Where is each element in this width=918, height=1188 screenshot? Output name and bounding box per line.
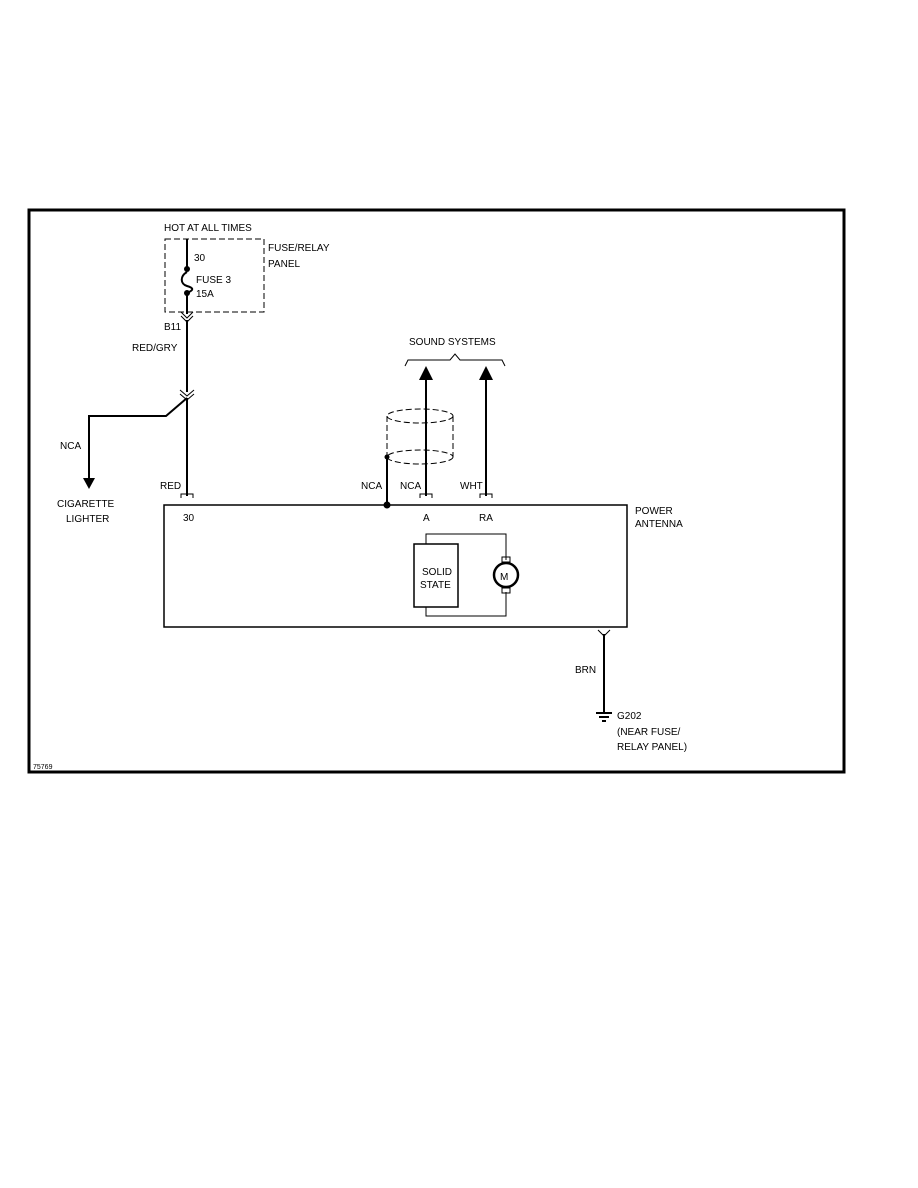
- fuse-terminal-30-label: 30: [194, 253, 206, 264]
- shield-top-ellipse: [386, 408, 454, 424]
- cigarette-lighter-label-2: LIGHTER: [66, 514, 109, 525]
- fuse-top-node: [184, 266, 190, 272]
- ground-g202-label: G202: [617, 711, 642, 722]
- solid-state-module: [413, 543, 459, 608]
- fuse-relay-panel-box: [164, 238, 265, 313]
- lighter-branch-nca-label: NCA: [60, 441, 81, 452]
- radio-antenna-arrow-ra: [479, 366, 493, 380]
- fuse-rating-label: 15A: [196, 289, 214, 300]
- fuse-3-symbol: [180, 271, 194, 294]
- lighter-branch-arrow: [83, 478, 95, 489]
- solid-state-label-1: SOLID: [422, 567, 452, 578]
- ground-location-label-1: (NEAR FUSE/: [617, 727, 681, 738]
- red-wire-label: RED: [160, 481, 181, 492]
- fuse-relay-panel-label-1: FUSE/RELAY: [268, 243, 330, 254]
- ground-g202-symbol: [596, 712, 612, 722]
- fuse-relay-panel-label-2: PANEL: [268, 259, 300, 270]
- ground-location-label-2: RELAY PANEL): [617, 742, 687, 753]
- motor-circuit-wires: [425, 533, 507, 617]
- power-antenna-module: [163, 504, 628, 628]
- pin-a-label: A: [423, 513, 430, 524]
- pin-30-label: 30: [183, 513, 195, 524]
- shield-ground-node: [383, 501, 391, 509]
- wire-wht-label: WHT: [460, 481, 483, 492]
- brn-wire-label: BRN: [575, 665, 596, 676]
- wire-nca-a-label: NCA: [400, 481, 421, 492]
- antenna-signal-arrow-a: [419, 366, 433, 380]
- power-antenna-label-1: POWER: [635, 506, 673, 517]
- shield-bottom-ellipse: [386, 449, 454, 465]
- solid-state-label-2: STATE: [420, 580, 451, 591]
- sound-systems-label: SOUND SYSTEMS: [409, 337, 496, 348]
- antenna-motor-label: M: [500, 572, 508, 583]
- cigarette-lighter-label-1: CIGARETTE: [57, 499, 115, 510]
- figure-id: 75769: [33, 764, 53, 771]
- sound-systems-brace: [404, 353, 506, 367]
- diagram-frame: [27, 208, 846, 774]
- fuse-name-label: FUSE 3: [196, 275, 231, 286]
- pin-ra-connector-symbol: [479, 493, 493, 498]
- pin-30-connector-symbol: [180, 493, 194, 498]
- pin-a-connector-symbol: [419, 493, 433, 498]
- red-gry-wire-label: RED/GRY: [132, 343, 178, 354]
- connector-b11-label: B11: [164, 322, 181, 333]
- lighter-branch-wire: [88, 397, 188, 478]
- pin-ra-label: RA: [479, 513, 493, 524]
- power-antenna-label-2: ANTENNA: [635, 519, 683, 530]
- antenna-motor-symbol: [492, 561, 520, 589]
- hot-at-all-times-label: HOT AT ALL TIMES: [164, 223, 252, 234]
- wire-nca-shield-label: NCA: [361, 481, 382, 492]
